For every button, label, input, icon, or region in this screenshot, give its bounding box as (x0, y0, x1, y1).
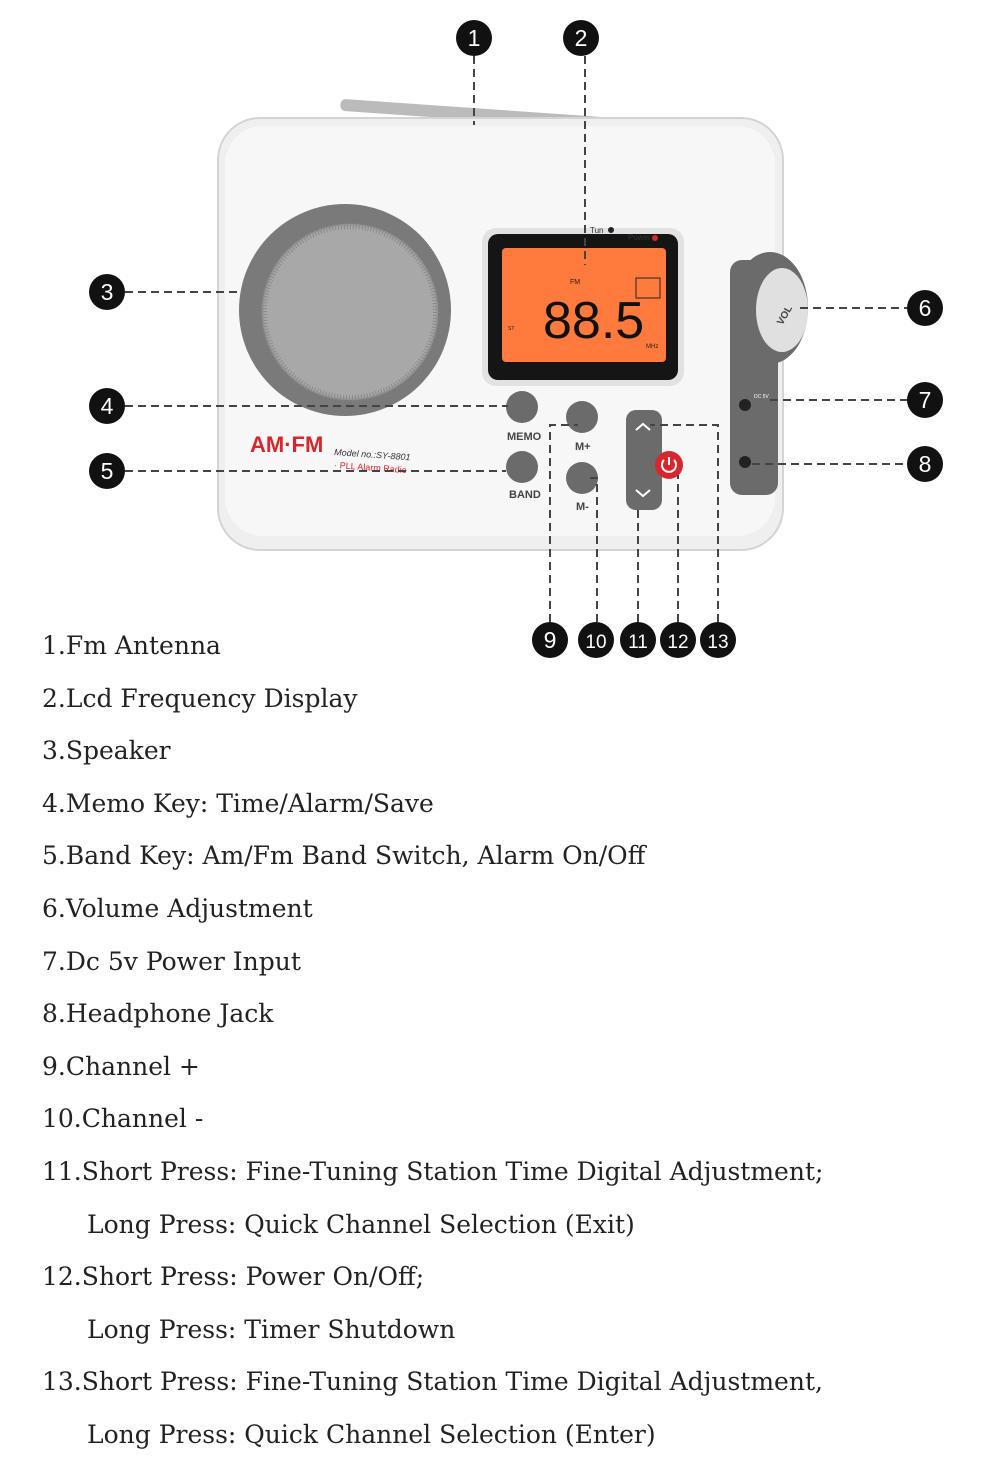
callout-8: 8 (907, 446, 943, 482)
callout-3: 3 (89, 274, 125, 310)
headphone-jack (739, 456, 751, 468)
callout-4: 4 (89, 388, 125, 424)
feature-item: Long Press: Timer Shutdown (87, 1314, 456, 1344)
brand-logo: AM·FM (250, 432, 323, 457)
callout-number: 12 (667, 632, 688, 653)
feature-item: 1.Fm Antenna (42, 631, 221, 660)
tun-indicator-label: Tun (590, 226, 604, 235)
band-button[interactable] (506, 451, 538, 483)
feature-item: 9.Channel + (42, 1051, 200, 1081)
feature-item: 11.Short Press: Fine-Tuning Station Time… (42, 1156, 824, 1186)
callout-number: 7 (919, 387, 932, 413)
feature-item: 6.Volume Adjustment (42, 893, 313, 923)
callout-number: 2 (575, 25, 588, 51)
band-label: BAND (509, 489, 541, 501)
feature-item: 8.Headphone Jack (42, 999, 274, 1029)
memo-label: MEMO (507, 431, 542, 443)
callout-9: 9 (532, 622, 568, 658)
callout-7: 7 (907, 382, 943, 418)
tune-rocker[interactable] (626, 410, 662, 510)
callout-number: 13 (707, 632, 728, 653)
callout-5: 5 (89, 453, 125, 489)
lcd-unit: MHz (646, 344, 658, 350)
feature-item: Long Press: Quick Channel Selection (Exi… (87, 1209, 635, 1239)
feature-item: 5.Band Key: Am/Fm Band Switch, Alarm On/… (42, 841, 646, 871)
feature-list: 1.Fm Antenna 2.Lcd Frequency Display 3.Spe… (42, 626, 823, 1460)
lcd-frequency: 88.5 (543, 292, 644, 350)
m-plus-button[interactable] (566, 401, 598, 433)
feature-item: 7.Dc 5v Power Input (42, 946, 301, 976)
callout-number: 4 (101, 393, 114, 419)
feature-item: 12.Short Press: Power On/Off; (42, 1262, 425, 1292)
m-plus-label: M+ (575, 441, 591, 453)
dc-jack (739, 399, 751, 411)
callout-11: 11 (620, 622, 656, 658)
callout-number: 9 (544, 627, 557, 653)
callout-2: 2 (563, 20, 599, 56)
callout-number: 5 (101, 458, 114, 484)
feature-item: 4.Memo Key: Time/Alarm/Save (42, 788, 434, 818)
chevron-up-icon (635, 422, 651, 431)
callout-number: 3 (101, 279, 114, 305)
feature-item: 13.Short Press: Fine-Tuning Station Time… (42, 1367, 823, 1397)
callout-12: 12 (660, 622, 696, 658)
power-indicator-label: Power (628, 233, 651, 242)
lcd-band: FM (570, 279, 580, 286)
callout-number: 10 (585, 632, 606, 653)
dc-label: DC 5V (754, 394, 769, 400)
callout-10: 10 (578, 622, 614, 658)
feature-item: 2.Lcd Frequency Display (42, 683, 358, 713)
feature-item: 10.Channel - (42, 1104, 204, 1134)
callout-6: 6 (907, 290, 943, 326)
volume-knob[interactable]: VOL (732, 252, 808, 364)
chevron-down-icon (635, 489, 651, 498)
callout-number: 1 (468, 25, 481, 51)
callout-1: 1 (456, 20, 492, 56)
callout-13: 13 (700, 622, 736, 658)
m-minus-label: M- (576, 501, 589, 513)
feature-item: Long Press: Quick Channel Selection (Ent… (87, 1419, 656, 1449)
m-minus-button[interactable] (566, 462, 598, 494)
radio-illustration: FM 88.5 MHz ST Tun Power MEMO BAND M+ M-… (89, 20, 943, 658)
power-icon (661, 457, 677, 473)
feature-item: 3.Speaker (42, 736, 171, 766)
lcd-st: ST (508, 326, 514, 332)
callout-number: 8 (919, 451, 932, 477)
callout-number: 11 (628, 632, 648, 653)
power-led (652, 235, 658, 241)
callout-number: 6 (919, 295, 932, 321)
alarm-icon (635, 277, 661, 299)
power-button[interactable] (655, 451, 683, 479)
leader-lines (125, 56, 907, 622)
memo-button[interactable] (506, 391, 538, 423)
